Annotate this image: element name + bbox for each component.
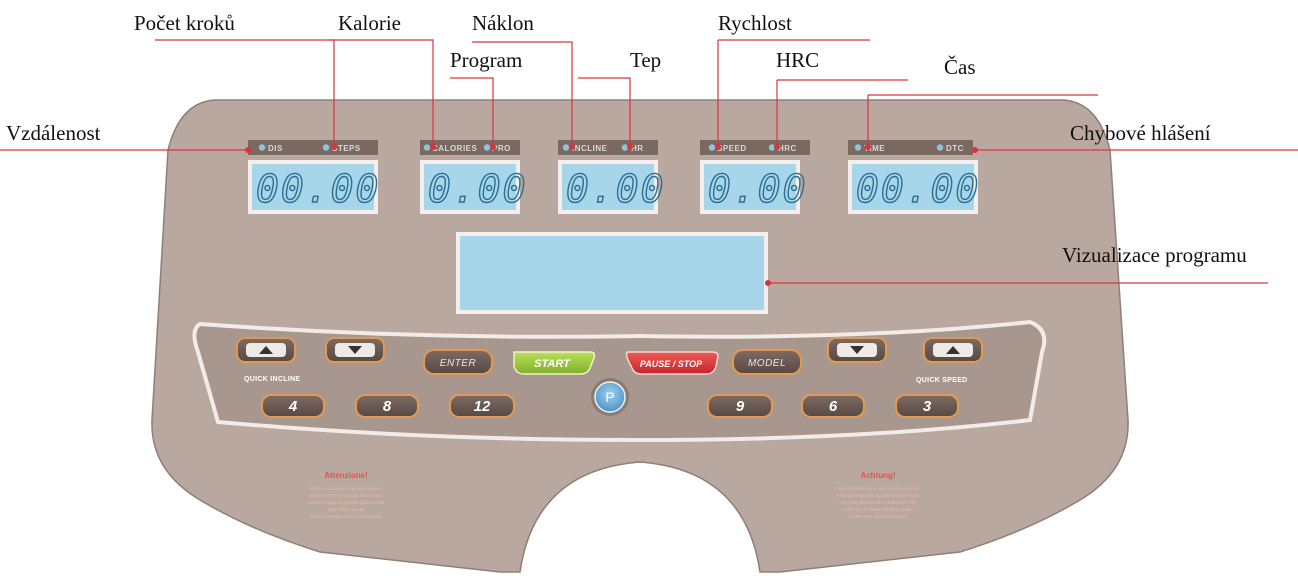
callout-rychlost: Rychlost — [718, 11, 792, 35]
speed-down-button[interactable] — [827, 337, 887, 363]
quick-speed-label: QUICK SPEED — [916, 377, 968, 384]
quick-speed-3-button[interactable]: 3 — [895, 394, 959, 418]
display-incline: 0.00 — [558, 160, 666, 214]
svg-text:Achtung!: Achtung! — [860, 471, 895, 480]
svg-text:Tenere i bambini lontani dal t: Tenere i bambini lontani dal tappeto — [310, 514, 383, 519]
indicator-calories: CALORIES — [432, 144, 478, 153]
indicator-speed: SPEED — [717, 144, 747, 153]
indicator-strip-4: SPEED HRC — [700, 140, 810, 155]
svg-text:12: 12 — [474, 398, 491, 415]
start-button[interactable]: START — [513, 351, 596, 375]
triangle-down-icon — [850, 346, 864, 354]
svg-text:Füße auf die Seitenstreifen st: Füße auf die Seitenstreifen stellen — [843, 507, 913, 512]
svg-text:9: 9 — [736, 398, 745, 415]
quick-incline-label: QUICK INCLINE — [244, 376, 300, 383]
svg-text:P: P — [605, 389, 614, 405]
indicator-strip-5: TIME DTC — [848, 140, 973, 155]
svg-text:START: START — [534, 358, 571, 370]
callout-vizualizace-programu: Vizualizace programu — [1062, 243, 1247, 267]
svg-text:0.00: 0.00 — [566, 167, 666, 211]
indicator-strip-3: INCLINE HR — [558, 140, 658, 155]
svg-text:Avviare il tappeto posizionand: Avviare il tappeto posizionando i piedi — [308, 500, 385, 505]
p-button[interactable]: P — [591, 378, 629, 416]
svg-text:8: 8 — [383, 398, 392, 415]
program-screen — [456, 232, 768, 314]
svg-text:4: 4 — [288, 398, 298, 415]
quick-incline-4-button[interactable]: 4 — [261, 394, 325, 418]
indicator-time: TIME — [864, 144, 885, 153]
callout-lines — [0, 39, 1298, 284]
display-distance: 00.00 — [248, 160, 380, 214]
indicator-hr: HR — [631, 144, 644, 153]
callout-tep: Tep — [630, 48, 661, 72]
display-time: 00.00 — [848, 160, 980, 214]
quick-incline-8-button[interactable]: 8 — [355, 394, 419, 418]
callout-hrc: HRC — [776, 48, 819, 72]
quick-incline-12-button[interactable]: 12 — [449, 394, 515, 418]
speed-up-button[interactable] — [923, 337, 983, 363]
svg-text:Prima di azionare il tappeto l: Prima di azionare il tappeto leggere — [310, 486, 383, 491]
indicator-incline: INCLINE — [572, 144, 608, 153]
callout-vzdalenost: Vzdálenost — [6, 121, 101, 145]
triangle-up-icon — [259, 346, 273, 354]
indicator-steps: STEPS — [332, 144, 361, 153]
svg-text:0.00: 0.00 — [708, 167, 808, 211]
enter-button[interactable]: ENTER — [423, 349, 493, 375]
callout-kalorie: Kalorie — [338, 11, 401, 35]
callout-pocet-kroku: Počet kroků — [134, 11, 235, 35]
model-button[interactable]: MODEL — [732, 349, 802, 375]
svg-text:sulle fasce laterali: sulle fasce laterali — [328, 507, 365, 512]
callout-program: Program — [450, 48, 522, 72]
svg-text:00.00: 00.00 — [256, 167, 380, 211]
callout-naklon: Náklon — [472, 11, 534, 35]
indicator-strip-2: CALORIES PRO — [420, 140, 520, 155]
svg-text:00.00: 00.00 — [856, 167, 980, 211]
svg-text:ENTER: ENTER — [440, 358, 476, 369]
indicator-dis: DIS — [268, 144, 283, 153]
warning-right: Achtung! Vor Inbetriebnahme des Laufband… — [836, 471, 920, 519]
triangle-down-icon — [348, 346, 362, 354]
svg-text:0.00: 0.00 — [428, 167, 528, 211]
warning-left: Attenzione! Prima di azionare il tappeto… — [308, 471, 385, 519]
display-calories: 0.00 — [420, 160, 528, 214]
svg-text:attentamente il manuale di ist: attentamente il manuale di istruzioni — [309, 493, 382, 498]
indicator-hrc: HRC — [778, 144, 797, 153]
quick-speed-6-button[interactable]: 6 — [801, 394, 865, 418]
svg-text:3: 3 — [923, 398, 932, 415]
callout-dots — [245, 144, 978, 286]
svg-text:Gebrauchsanweisung aufmerksam: Gebrauchsanweisung aufmerksam lesen — [836, 493, 920, 498]
svg-text:Vor Inbetriebnahme des Laufban: Vor Inbetriebnahme des Laufbandes die — [837, 486, 919, 491]
svg-text:Attenzione!: Attenzione! — [324, 471, 368, 480]
svg-text:Vor dem Starten des Laufbandes: Vor dem Starten des Laufbandes die — [841, 500, 916, 505]
indicator-strip-1: DIS STEPS — [248, 140, 378, 155]
incline-up-button[interactable] — [236, 337, 296, 363]
triangle-up-icon — [946, 346, 960, 354]
display-speed: 0.00 — [700, 160, 808, 214]
svg-text:6: 6 — [829, 398, 838, 415]
indicator-dtc: DTC — [946, 144, 964, 153]
svg-text:PAUSE / STOP: PAUSE / STOP — [640, 359, 703, 369]
pause-stop-button[interactable]: PAUSE / STOP — [625, 351, 719, 375]
indicator-pro: PRO — [492, 144, 511, 153]
callout-cas: Čas — [944, 55, 976, 79]
quick-speed-9-button[interactable]: 9 — [707, 394, 773, 418]
callout-chybove-hlaseni: Chybové hlášení — [1070, 121, 1211, 145]
incline-down-button[interactable] — [325, 337, 385, 363]
panel-notch — [530, 470, 750, 573]
svg-text:MODEL: MODEL — [748, 358, 786, 369]
svg-text:Kinder vom Gerät fernhalten: Kinder vom Gerät fernhalten — [849, 514, 907, 519]
